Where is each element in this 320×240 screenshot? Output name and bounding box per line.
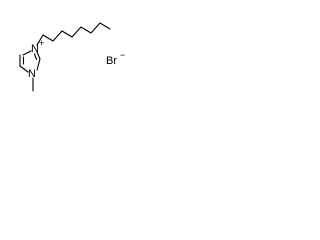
n-cation-charge: + bbox=[39, 38, 44, 48]
octyl-chain bbox=[36, 22, 111, 46]
ring-double-bond-c2-n3-inner bbox=[33, 53, 38, 61]
bromide-charge: − bbox=[120, 50, 125, 60]
n-methyl-label: N bbox=[28, 68, 36, 80]
structure-drawing: N + N Br − bbox=[19, 22, 125, 92]
molecule-diagram: N + N Br − bbox=[0, 0, 153, 113]
ring-bond-n3-c4 bbox=[22, 50, 32, 56]
n-cation-label: N bbox=[31, 43, 39, 55]
ring-bond-c5-n1 bbox=[19, 65, 29, 73]
ring-bond-n1-c2 bbox=[36, 58, 41, 71]
bromide-label: Br bbox=[106, 55, 117, 67]
ring-double-bond-c2-n3 bbox=[36, 51, 41, 60]
